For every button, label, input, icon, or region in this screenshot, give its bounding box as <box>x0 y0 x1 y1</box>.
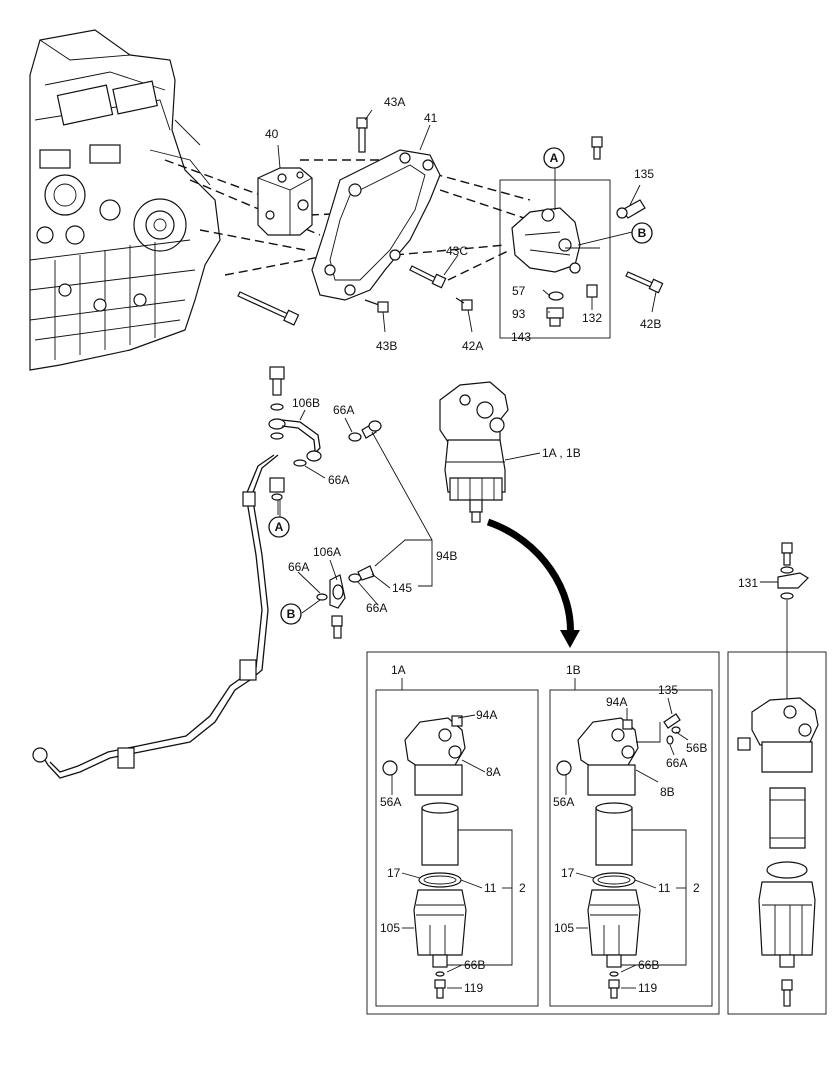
callout-labels: 43A 40 41 135 43C 57 93 132 143 43B 42A … <box>265 95 758 995</box>
callout-56B: 56B <box>686 741 707 755</box>
callout-135-detail: 135 <box>658 683 678 697</box>
bolt-43B <box>364 299 389 313</box>
bolt-135-top <box>591 136 603 160</box>
part-143-assembly <box>499 168 611 339</box>
callout-132: 132 <box>582 311 602 325</box>
callout-135-top: 135 <box>634 167 654 181</box>
circle-marker-A-bottom: A <box>268 516 290 538</box>
callout-94A-1: 94A <box>476 708 497 722</box>
callout-11-b: 11 <box>658 881 671 895</box>
callout-145: 145 <box>392 581 412 595</box>
marker-label: A <box>550 151 559 165</box>
callout-41: 41 <box>424 111 438 125</box>
callout-56A-2: 56A <box>553 795 574 809</box>
filter-1A-parts <box>382 714 513 999</box>
callout-66A-3: 66A <box>288 560 309 574</box>
callout-66A-1: 66A <box>333 403 354 417</box>
callout-66A-4: 66A <box>366 601 387 615</box>
bolt-long-left <box>237 291 300 326</box>
callout-119-a: 119 <box>464 981 483 995</box>
bolt-43C <box>409 265 447 289</box>
leaders-middle <box>277 409 391 614</box>
marker-label: B <box>287 607 296 621</box>
callout-94A-2: 94A <box>606 695 627 709</box>
callout-106A: 106A <box>313 545 341 559</box>
fuel-pipe-assembly <box>32 366 433 779</box>
callout-105-a: 105 <box>380 921 400 935</box>
callout-8B: 8B <box>660 785 675 799</box>
callout-11-a: 11 <box>484 881 497 895</box>
callout-131: 131 <box>738 576 758 590</box>
callout-119-b: 119 <box>638 981 657 995</box>
callout-106B: 106B <box>292 396 320 410</box>
part-40-block <box>257 167 313 236</box>
marker-label: A <box>275 520 284 534</box>
bolt-43A <box>356 117 368 153</box>
callout-42B: 42B <box>640 317 661 331</box>
circle-marker-B-bottom: B <box>280 603 302 625</box>
callout-8A: 8A <box>486 765 501 779</box>
callout-17-b: 17 <box>561 866 575 880</box>
callout-2-a: 2 <box>519 881 526 895</box>
fuel-filter-1A1B <box>439 381 580 648</box>
callout-66A-5: 66A <box>666 756 687 770</box>
callout-1B: 1B <box>566 663 581 677</box>
circle-marker-B-top: B <box>631 222 653 244</box>
marker-label: B <box>638 226 647 240</box>
callout-1A1B: 1A , 1B <box>542 446 581 460</box>
part-41-bracket <box>311 149 441 301</box>
callout-66A-2: 66A <box>328 473 349 487</box>
callout-57: 57 <box>512 284 526 298</box>
callout-56A-1: 56A <box>380 795 401 809</box>
callout-42A: 42A <box>462 339 483 353</box>
callout-17-a: 17 <box>387 866 401 880</box>
sensor-135 <box>616 199 646 219</box>
leaders-upper <box>277 109 657 333</box>
callout-43B: 43B <box>376 339 397 353</box>
circle-marker-A-top: A <box>543 147 565 169</box>
filter-1B-parts <box>556 697 689 999</box>
callout-1A: 1A <box>391 663 406 677</box>
callout-43A: 43A <box>384 95 405 109</box>
callout-40: 40 <box>265 127 279 141</box>
callout-105-b: 105 <box>554 921 574 935</box>
callout-2-b: 2 <box>693 881 700 895</box>
callout-93: 93 <box>512 307 526 321</box>
callout-43C: 43C <box>446 244 468 258</box>
bolt-42A <box>455 297 473 311</box>
callout-143: 143 <box>511 330 531 344</box>
engine-block <box>29 29 221 371</box>
detail-box <box>366 651 720 1015</box>
bolt-42B <box>625 271 664 294</box>
callout-66B-a: 66B <box>464 958 485 972</box>
fuel-filter-131 <box>727 542 827 1015</box>
callout-66B-b: 66B <box>638 958 659 972</box>
callout-94B: 94B <box>436 549 457 563</box>
